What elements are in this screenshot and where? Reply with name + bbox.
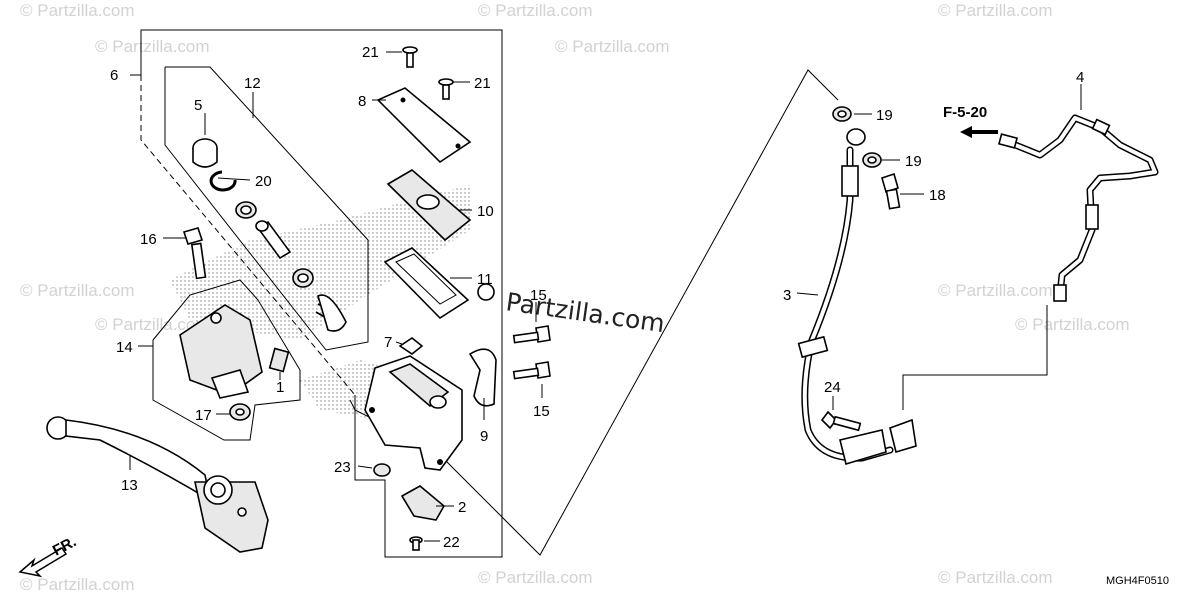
callout-19: 19 [876, 107, 893, 124]
section-ref-label: F-5-20 [943, 104, 987, 121]
watermark-text: © Partzilla.com [95, 315, 210, 334]
callout-17: 17 [195, 407, 212, 424]
stop-switch-part [400, 485, 446, 521]
callout-19: 19 [905, 153, 922, 170]
watermark-text: © Partzilla.com [20, 281, 135, 300]
callout-2: 2 [458, 499, 466, 516]
lever-holder-part [179, 304, 263, 399]
dust-boot-part [192, 138, 218, 168]
callout-24: 24 [824, 379, 841, 396]
callout-21: 21 [362, 44, 379, 61]
cap-screw-part [402, 46, 454, 100]
callout-4: 4 [1076, 69, 1084, 86]
circlip-part [209, 170, 237, 192]
callout-11: 11 [477, 271, 493, 288]
callout-20: 20 [255, 173, 272, 190]
holder-bolt-part [512, 325, 551, 380]
callout-7: 7 [384, 334, 392, 351]
cap-nut-part [373, 463, 391, 477]
diagram-code: MGH4F0510 [1106, 575, 1169, 587]
watermark-text: © Partzilla.com [20, 1, 135, 20]
callout-23: 23 [334, 459, 351, 476]
callout-15: 15 [533, 403, 550, 420]
watermark-text: © Partzilla.com [1015, 315, 1130, 334]
callout-1: 1 [276, 379, 284, 396]
callout-12: 12 [244, 75, 261, 92]
nut-part [229, 403, 251, 421]
callout-5: 5 [194, 97, 202, 114]
diaphragm-plate-part [386, 169, 472, 242]
banjo-fitting-part [846, 128, 866, 146]
callout-6: 6 [110, 67, 118, 84]
sealing-washer-part [832, 106, 882, 168]
hose-clamp-bolt-part [820, 410, 862, 432]
brake-lever-part [46, 416, 269, 553]
master-cylinder-body-part [364, 355, 463, 471]
callout-labels: 1 2 3 4 5 6 7 8 9 10 11 12 13 14 15 15 1… [110, 44, 1084, 551]
watermark-text: © Partzilla.com [938, 1, 1053, 20]
o-ring-part [477, 283, 495, 301]
front-direction-arrow: FR. [18, 533, 79, 578]
callout-21: 21 [474, 75, 491, 92]
reservoir-cap-part [376, 87, 472, 164]
watermark-text: © Partzilla.com [555, 37, 670, 56]
callout-22: 22 [443, 534, 460, 551]
pivot-bolt-part [182, 227, 207, 280]
watermark-text: © Partzilla.com [938, 568, 1053, 587]
callout-14: 14 [116, 339, 133, 356]
watermark-text: © Partzilla.com [478, 568, 593, 587]
section-reference: F-5-20 [943, 104, 998, 138]
piston-kit-part [235, 201, 347, 332]
callout-18: 18 [929, 187, 946, 204]
brake-pipe-part [997, 114, 1159, 302]
front-stop-switch-part [268, 347, 290, 373]
callout-13: 13 [121, 477, 138, 494]
callout-16: 16 [140, 231, 157, 248]
watermark-text: © Partzilla.com [20, 575, 135, 594]
watermark-center-text: Partzilla.com [504, 287, 666, 338]
watermark-text: © Partzilla.com [938, 281, 1053, 300]
callout-9: 9 [480, 428, 488, 445]
watermark-text: © Partzilla.com [478, 1, 593, 20]
callout-3: 3 [783, 287, 791, 304]
diaphragm-part [383, 247, 470, 320]
callout-10: 10 [477, 203, 494, 220]
oil-bolt-part [881, 172, 901, 210]
clip-part [398, 337, 424, 355]
callout-15: 15 [530, 287, 547, 304]
leader-lines [129, 51, 1082, 542]
switch-screw-part [409, 536, 423, 551]
master-cylinder-holder-part [468, 348, 497, 407]
watermark-text: © Partzilla.com [95, 37, 210, 56]
callout-8: 8 [358, 93, 366, 110]
brake-hose-part [797, 146, 917, 466]
